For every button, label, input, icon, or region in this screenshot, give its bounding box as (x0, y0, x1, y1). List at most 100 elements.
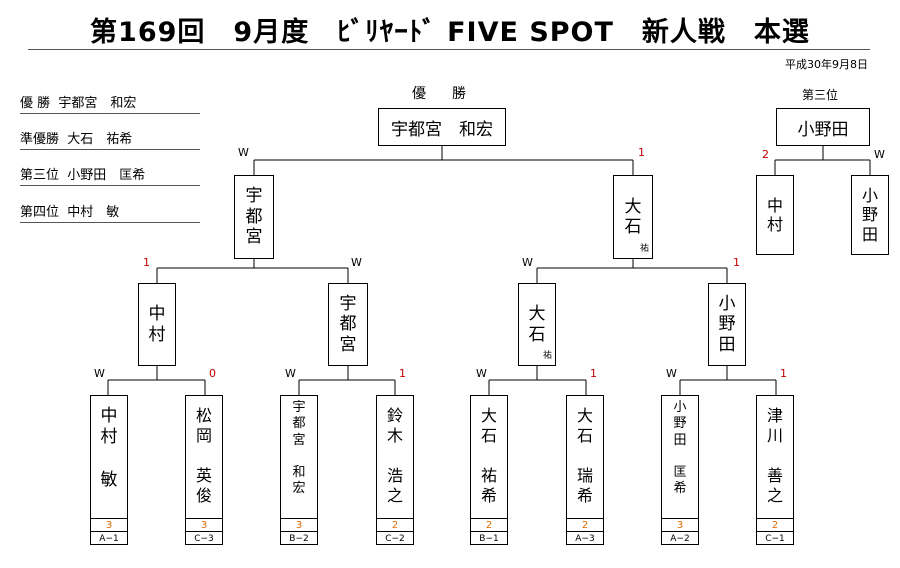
player-2-mark: 0 (209, 367, 216, 380)
player-8-mark: 1 (780, 367, 787, 380)
semi-3-mark: W (522, 256, 533, 269)
title-underline (28, 49, 870, 50)
player-4-card: 鈴 木 浩 之 2 C−2 (376, 395, 414, 545)
player-8-code: C−1 (757, 531, 793, 546)
final-left-mark: W (238, 146, 249, 159)
semi-3-box: 大 石 祐 (518, 283, 556, 366)
player-5-char: 大 (480, 406, 497, 425)
player-2-card: 松 岡 英 俊 3 C−3 (185, 395, 223, 545)
third-left-box: 中 村 (756, 175, 794, 255)
player-8-name: 津 川 善 之 (757, 396, 793, 518)
player-8-seed: 2 (757, 518, 793, 532)
third-left-char: 村 (766, 215, 783, 234)
final-left-char: 宇 (245, 186, 263, 207)
player-8-char: 善 (766, 466, 783, 485)
player-5-char: 希 (480, 486, 497, 505)
player-3-name: 宇 都 宮 和 宏 (281, 396, 317, 518)
player-1-char: 中 (100, 406, 118, 426)
player-7-name: 小 野 田 匡 希 (662, 396, 698, 518)
semi-2-char: 宮 (339, 334, 357, 355)
player-1-card: 中 村 敏 3 A−1 (90, 395, 128, 545)
player-6-card: 大 石 瑞 希 2 A−3 (566, 395, 604, 545)
semi-4-char: 田 (718, 334, 736, 355)
player-2-code: C−3 (186, 531, 222, 546)
player-7-char: 田 (673, 432, 687, 448)
player-2-name: 松 岡 英 俊 (186, 396, 222, 518)
player-5-seed: 2 (471, 518, 507, 532)
player-7-char: 小 (673, 400, 687, 415)
semi-4-char: 野 (718, 314, 736, 335)
semi-1-mark: 1 (143, 256, 150, 269)
player-3-char: 宏 (292, 481, 306, 497)
third-place-label: 第三位 (802, 88, 839, 102)
final-right-box: 大 石 祐 (613, 175, 653, 259)
player-4-char: 浩 (386, 466, 403, 485)
player-3-char (292, 449, 305, 465)
final-left-char: 都 (245, 206, 263, 227)
semi-3-small: 祐 (542, 351, 552, 362)
player-2-char: 俊 (195, 486, 212, 505)
player-2-seed: 3 (186, 518, 222, 532)
player-7-seed: 3 (662, 518, 698, 532)
player-8-char: 川 (766, 426, 783, 445)
player-3-code: B−2 (281, 531, 317, 546)
player-1-code: A−1 (91, 531, 127, 546)
semi-3-char: 石 (528, 324, 546, 345)
player-7-char: 希 (673, 481, 687, 497)
player-3-char: 宮 (292, 432, 306, 448)
player-5-mark: W (476, 367, 487, 380)
result-fourth: 第四位 中村 敏 (20, 201, 200, 223)
semi-3-char: 大 (528, 304, 546, 325)
player-2-char: 英 (195, 466, 212, 485)
semi-2-mark: W (351, 256, 362, 269)
player-7-char: 匡 (673, 465, 687, 480)
player-3-char: 和 (292, 465, 306, 480)
semi-2-box: 宇 都 宮 (328, 283, 368, 366)
third-right-char: 野 (861, 205, 878, 225)
third-left-mark: 2 (762, 148, 769, 161)
player-2-char: 松 (195, 406, 212, 425)
player-6-char: 希 (576, 486, 593, 505)
player-8-char: 之 (766, 486, 783, 505)
player-3-char: 都 (292, 416, 306, 432)
player-5-char (481, 446, 497, 466)
player-4-mark: 1 (399, 367, 406, 380)
third-left-char: 中 (766, 195, 783, 215)
third-right-mark: W (874, 148, 885, 161)
final-right-char: 大 (624, 196, 642, 217)
result-first: 優 勝 宇都宮 和宏 (20, 92, 200, 114)
player-4-seed: 2 (377, 518, 413, 532)
final-right-small: 祐 (639, 244, 649, 255)
player-6-char (577, 446, 593, 466)
third-place-name: 小野田 (797, 119, 849, 140)
final-left-box: 宇 都 宮 (234, 175, 274, 259)
player-8-card: 津 川 善 之 2 C−1 (756, 395, 794, 545)
player-6-name: 大 石 瑞 希 (567, 396, 603, 518)
player-4-char: 鈴 (386, 406, 403, 425)
player-3-char: 宇 (292, 400, 306, 415)
player-8-char: 津 (766, 406, 783, 425)
player-1-mark: W (94, 367, 105, 380)
semi-4-box: 小 野 田 (708, 283, 746, 366)
semi-1-box: 中 村 (138, 283, 176, 366)
player-6-mark: 1 (590, 367, 597, 380)
semi-1-char: 村 (148, 324, 166, 345)
player-4-char (387, 446, 403, 466)
player-6-code: A−3 (567, 531, 603, 546)
player-7-code: A−2 (662, 531, 698, 546)
champion-name: 宇都宮 和宏 (391, 119, 493, 140)
player-2-char: 岡 (195, 426, 212, 445)
third-right-char: 小 (861, 186, 878, 206)
third-place-box: 小野田 (776, 108, 870, 146)
semi-4-mark: 1 (733, 256, 740, 269)
player-7-char (673, 449, 686, 465)
player-5-name: 大 石 祐 希 (471, 396, 507, 518)
player-7-mark: W (666, 367, 677, 380)
player-6-char: 瑞 (576, 466, 593, 485)
player-4-code: C−2 (377, 531, 413, 546)
player-3-card: 宇 都 宮 和 宏 3 B−2 (280, 395, 318, 545)
player-7-card: 小 野 田 匡 希 3 A−2 (661, 395, 699, 545)
player-4-name: 鈴 木 浩 之 (377, 396, 413, 518)
player-4-char: 之 (386, 486, 403, 505)
